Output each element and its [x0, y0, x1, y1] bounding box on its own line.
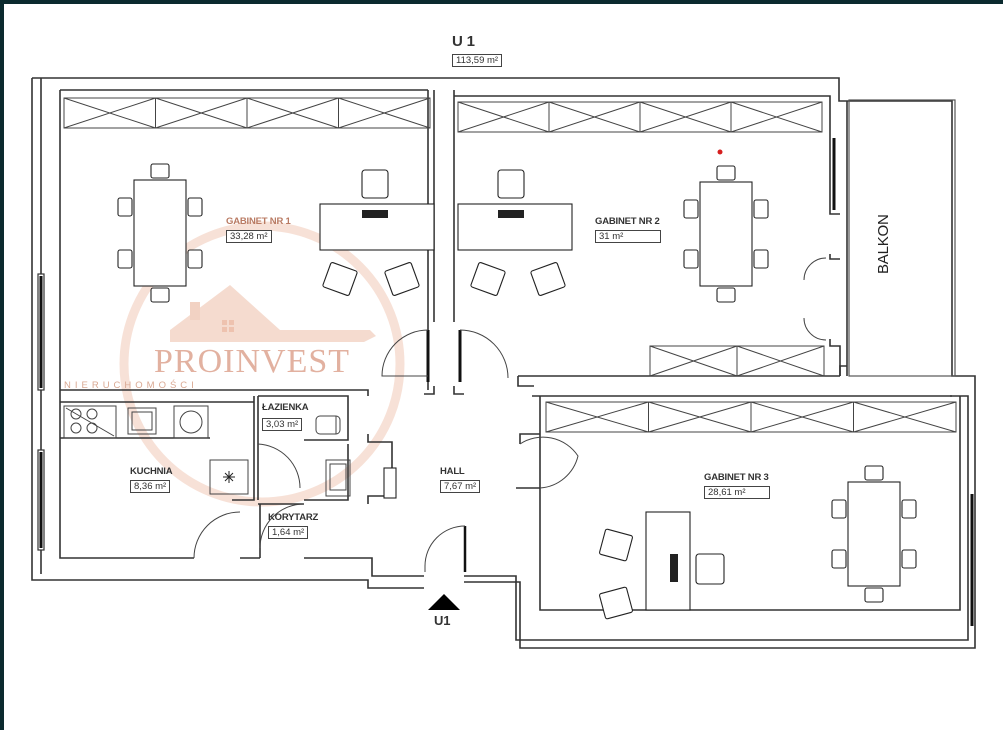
gabinet-2-conference-chair-2	[683, 199, 699, 219]
wardrobe-gabinet-2-top	[457, 101, 823, 133]
room-area-korytarz: 1,64 m²	[268, 526, 309, 539]
gabinet-3-desk	[645, 511, 691, 611]
room-area-gabinet-2: 31 m²	[595, 230, 661, 243]
gabinet-2-conference-chair-3	[683, 249, 699, 269]
gabinet-3-armchair-bottom	[599, 586, 633, 620]
room-area-gabinet-3: 28,61 m²	[704, 486, 770, 499]
gabinet-2-office-chair	[497, 169, 525, 199]
gabinet-1-armchair-left	[322, 262, 358, 296]
gabinet-2-conference-chair-1	[716, 287, 736, 303]
unit-area: 113,59 m²	[452, 54, 503, 67]
entrance-label: U1	[434, 613, 451, 628]
gabinet-1-office-chair	[361, 169, 389, 199]
gabinet-1-conference-chair-1	[150, 287, 170, 303]
balcony-outline	[848, 99, 956, 377]
gabinet-2-keyboard-icon	[498, 210, 524, 218]
gabinet-1-desk	[319, 203, 435, 251]
marker-dot	[717, 149, 723, 155]
room-area-gabinet-1: 33,28 m²	[226, 230, 272, 243]
room-name-hall: HALL	[440, 466, 465, 477]
room-name-kuchnia: KUCHNIA	[130, 466, 173, 477]
gabinet-1-armchair-right	[384, 262, 420, 296]
room-name-lazienka: ŁAZIENKA	[262, 402, 309, 413]
gabinet-1-conference-chair-5	[187, 249, 203, 269]
windows	[37, 138, 974, 626]
wardrobes	[63, 97, 957, 433]
wardrobe-gabinet-2-bottom	[649, 345, 825, 377]
gabinet-1-conference-table	[133, 179, 187, 287]
gabinet-3-conference-chair-5	[901, 549, 917, 569]
room-name-korytarz: KORYTARZ	[268, 512, 319, 523]
gabinet-2-conference-chair-0	[716, 165, 736, 181]
wardrobe-gabinet-3	[545, 401, 957, 433]
gabinet-3-conference-chair-2	[831, 499, 847, 519]
watermark-subtitle: NIERUCHOMOŚCI	[64, 380, 198, 391]
gabinet-1-conference-chair-2	[117, 197, 133, 217]
gabinet-2-conference-chair-4	[753, 199, 769, 219]
watermark-brand: PROINVEST	[154, 343, 351, 380]
gabinet-3-keyboard-icon	[670, 554, 678, 582]
gabinet-2-armchair-right	[530, 262, 566, 296]
furniture	[117, 163, 917, 620]
room-area-lazienka: 3,03 m²	[262, 418, 303, 431]
entrance-arrow-icon	[428, 594, 460, 610]
doors	[193, 257, 827, 572]
gabinet-1-keyboard-icon	[362, 210, 388, 218]
gabinet-3-conference-chair-1	[864, 587, 884, 603]
room-name-gabinet-2: GABINET NR 2	[595, 216, 660, 227]
gabinet-1-conference-chair-0	[150, 163, 170, 179]
room-name-gabinet-3: GABINET NR 3	[704, 472, 769, 483]
gabinet-3-office-chair	[695, 553, 725, 585]
gabinet-2-conference-table	[699, 181, 753, 287]
balcony-label: BALKON	[875, 214, 892, 274]
gabinet-3-conference-chair-4	[901, 499, 917, 519]
room-area-hall: 7,67 m²	[440, 480, 481, 493]
floor-plan-drawing	[31, 77, 976, 649]
gabinet-1-conference-chair-4	[187, 197, 203, 217]
wardrobe-gabinet-1	[63, 97, 431, 129]
kitchen-fixtures	[63, 405, 351, 497]
gabinet-3-conference-chair-0	[864, 465, 884, 481]
gabinet-2-armchair-left	[470, 262, 506, 296]
extractor-fan-icon	[223, 471, 235, 483]
gabinet-3-conference-chair-3	[831, 549, 847, 569]
gabinet-3-conference-table	[847, 481, 901, 587]
gabinet-1-conference-chair-3	[117, 249, 133, 269]
watermark-logo	[119, 221, 405, 507]
room-name-gabinet-1: GABINET NR 1	[226, 216, 291, 227]
gabinet-3-armchair-top	[599, 528, 633, 562]
floor-plan-sheet: PROINVEST NIERUCHOMOŚCI U 1 113,59 m² GA…	[4, 4, 1003, 730]
unit-title: U 1	[452, 33, 475, 50]
room-area-kuchnia: 8,36 m²	[130, 480, 171, 493]
hall-chair	[383, 467, 397, 499]
gabinet-2-conference-chair-5	[753, 249, 769, 269]
